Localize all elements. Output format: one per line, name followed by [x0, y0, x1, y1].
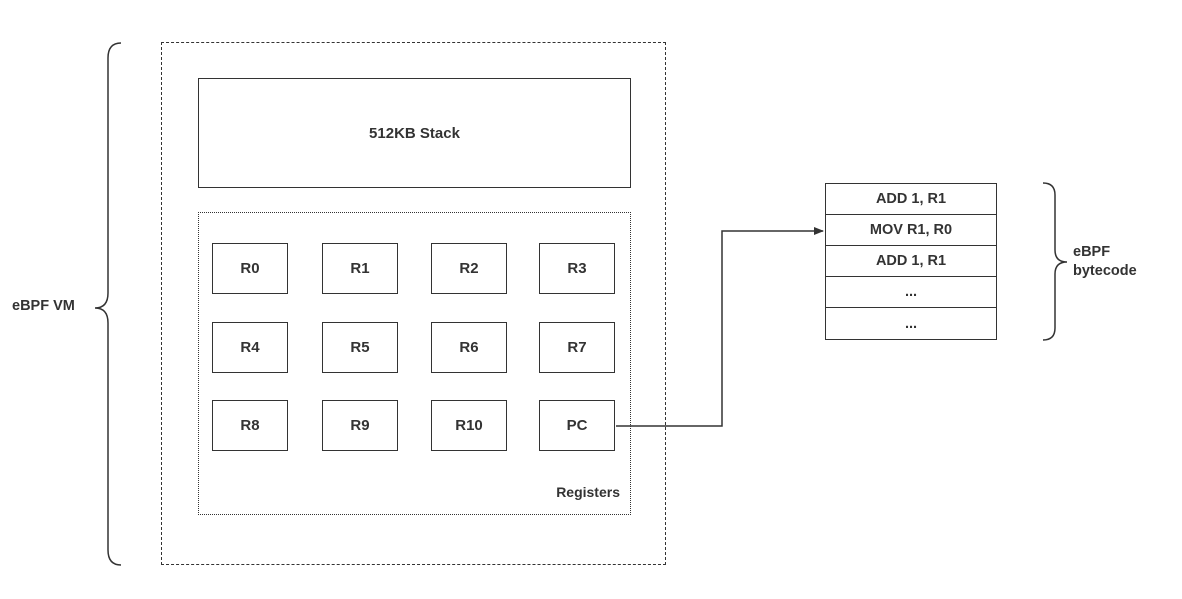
register-label: R1: [350, 260, 370, 277]
register-r2: R2: [431, 243, 507, 294]
register-label: R6: [459, 339, 479, 356]
register-label: R4: [240, 339, 260, 356]
bytecode-brace: [1042, 182, 1068, 341]
register-r3: R3: [539, 243, 615, 294]
bytecode-instruction: ADD 1, R1: [875, 253, 947, 269]
bytecode-label-line1: eBPF: [1073, 244, 1111, 260]
register-label: R9: [350, 417, 370, 434]
register-r9: R9: [322, 400, 398, 451]
bytecode-instruction: ADD 1, R1: [875, 191, 947, 207]
register-label: R0: [240, 260, 260, 277]
register-label: R8: [240, 417, 260, 434]
bytecode-instruction: ...: [904, 284, 918, 300]
stack-label: 512KB Stack: [369, 124, 460, 142]
bytecode-instruction: ...: [904, 315, 918, 332]
bytecode-row: MOV R1, R0: [826, 215, 996, 246]
registers-label: Registers: [556, 484, 620, 500]
bytecode-row: ADD 1, R1: [826, 184, 996, 215]
bytecode-label: eBPF bytecode: [1073, 243, 1137, 281]
register-r8: R8: [212, 400, 288, 451]
register-r0: R0: [212, 243, 288, 294]
register-r6: R6: [431, 322, 507, 373]
register-r1: R1: [322, 243, 398, 294]
bytecode-row: ...: [826, 308, 996, 339]
bytecode-row: ...: [826, 277, 996, 308]
vm-brace: [94, 42, 122, 566]
bytecode-label-line2: bytecode: [1073, 263, 1137, 279]
register-pc: PC: [539, 400, 615, 451]
register-r7: R7: [539, 322, 615, 373]
register-r4: R4: [212, 322, 288, 373]
stack-box: 512KB Stack: [198, 78, 631, 188]
register-r10: R10: [431, 400, 507, 451]
bytecode-table: ADD 1, R1 MOV R1, R0 ADD 1, R1 ... ...: [825, 183, 997, 340]
register-label: R7: [567, 339, 587, 356]
registers-group: [198, 212, 631, 515]
bytecode-instruction: MOV R1, R0: [869, 222, 953, 238]
register-label: R5: [350, 339, 370, 356]
bytecode-row: ADD 1, R1: [826, 246, 996, 277]
register-r5: R5: [322, 322, 398, 373]
register-label: PC: [566, 417, 588, 434]
vm-box: [161, 42, 666, 565]
pc-arrow: [616, 227, 824, 427]
vm-label: eBPF VM: [12, 298, 75, 314]
register-label: R3: [567, 260, 587, 277]
register-label: R10: [455, 417, 483, 434]
register-label: R2: [459, 260, 479, 277]
